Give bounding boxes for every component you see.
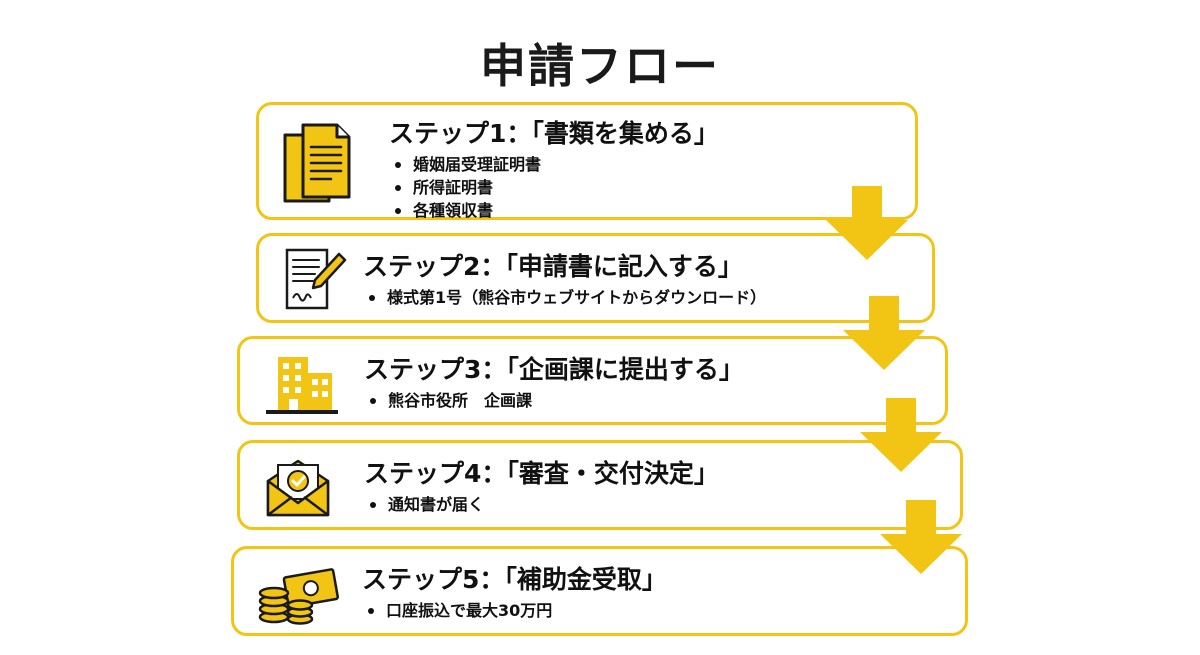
list-item: 所得証明書 xyxy=(389,176,719,199)
list-item: 熊谷市役所 企画課 xyxy=(364,389,744,412)
step-1-card: ステップ1：「書類を集める」 婚姻届受理証明書 所得証明書 各種領収書 xyxy=(256,102,918,220)
list-item: 口座振込で最大30万円 xyxy=(362,599,667,622)
step-5-card: ステップ5：「補助金受取」 口座振込で最大30万円 xyxy=(231,546,968,636)
list-item: 婚姻届受理証明書 xyxy=(389,153,719,176)
contract-pen-icon xyxy=(283,246,347,314)
step-3-title: ステップ3：「企画課に提出する」 xyxy=(364,355,744,384)
step-4-title: ステップ4：「審査・交付決定」 xyxy=(364,459,719,488)
step-2-card: ステップ2：「申請書に記入する」 様式第1号（熊谷市ウェブサイトからダウンロード… xyxy=(256,233,935,323)
office-building-icon xyxy=(264,351,340,415)
documents-icon xyxy=(279,121,359,205)
arrow-down-icon xyxy=(826,186,908,260)
step-4-card: ステップ4：「審査・交付決定」 通知書が届く xyxy=(237,440,963,530)
list-item: 様式第1号（熊谷市ウェブサイトからダウンロード） xyxy=(363,286,766,309)
step-2-title: ステップ2：「申請書に記入する」 xyxy=(363,252,743,281)
step-3-card: ステップ3：「企画課に提出する」 熊谷市役所 企画課 xyxy=(237,336,948,425)
list-item: 通知書が届く xyxy=(364,493,719,516)
step-3-items: 熊谷市役所 企画課 xyxy=(364,389,744,412)
step-5-items: 口座振込で最大30万円 xyxy=(362,599,667,622)
list-item: 各種領収書 xyxy=(389,199,719,222)
arrow-down-icon xyxy=(860,398,942,472)
step-5-title: ステップ5：「補助金受取」 xyxy=(362,565,667,594)
money-coins-icon xyxy=(256,563,340,627)
envelope-check-icon xyxy=(264,455,332,519)
page-title: 申請フロー xyxy=(480,39,720,93)
step-1-items: 婚姻届受理証明書 所得証明書 各種領収書 xyxy=(389,153,719,222)
step-2-items: 様式第1号（熊谷市ウェブサイトからダウンロード） xyxy=(363,286,766,309)
arrow-down-icon xyxy=(843,296,925,370)
arrow-down-icon xyxy=(880,500,962,574)
step-4-items: 通知書が届く xyxy=(364,493,719,516)
step-1-title: ステップ1：「書類を集める」 xyxy=(389,119,719,148)
